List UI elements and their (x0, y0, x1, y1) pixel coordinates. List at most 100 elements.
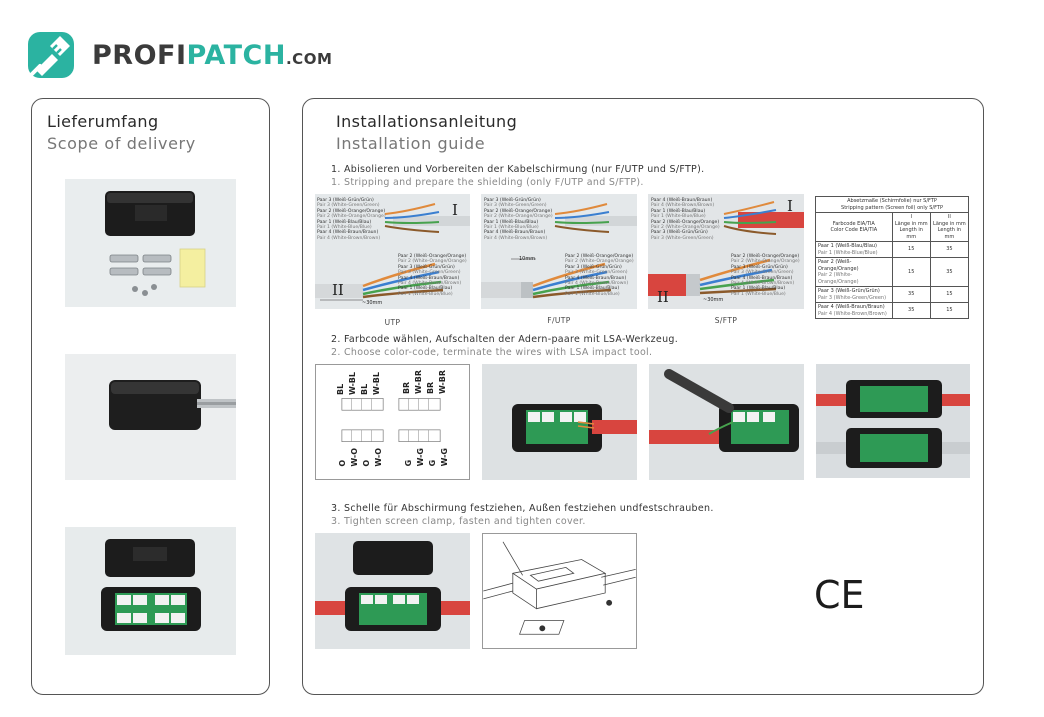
strip-photo-utp (315, 194, 470, 309)
code-label: BR (402, 381, 411, 395)
scope-photo-kit (65, 179, 236, 307)
utp-measure: ~30mm (362, 300, 383, 306)
futp-top-pair-2: Paar 2 (Weiß-Orange/Orange) (484, 208, 553, 214)
utp-bottom-pair-1-en: Pair 2 (White-Orange/Orange) (398, 259, 467, 265)
table-head-col1-en: Length in mm (899, 227, 923, 240)
utp-marker-top: I (452, 201, 458, 219)
brand-name-part3: .COM (285, 49, 333, 68)
step-3-en: 3. Tighten screen clamp, fasten and tigh… (331, 516, 586, 527)
utp-bottom-pair-2-en: Pair 3 (White-Green/Green) (398, 270, 461, 276)
table-row-4-en: Pair 4 (White-Brown/Brown) (818, 310, 887, 317)
step-3-de: 3. Schelle für Abschirmung festziehen, A… (331, 503, 714, 514)
futp-bottom-pair-4-en: Pair 1 (White-Blue/Blue) (565, 291, 620, 297)
code-label: G (404, 459, 413, 467)
futp-bottom-pair-1: Paar 2 (Weiß-Orange/Orange) (565, 254, 634, 259)
table-row-3-en: Pair 3 (White-Green/Green) (818, 294, 887, 301)
code-label: BL (336, 383, 345, 395)
code-label: G (428, 459, 437, 467)
table-row-1-de: Paar 1 (Weiß-Blau/Blau) (818, 243, 878, 249)
utp-top-pair-1-en: Pair 3 (White-Green/Green) (317, 203, 380, 209)
scope-photo-open (65, 527, 236, 655)
utp-bottom-labels: Paar 2 (Weiß-Orange/Orange) Pair 2 (Whit… (398, 254, 467, 297)
futp-top-pair-1-en: Pair 3 (White-Green/Green) (484, 203, 547, 209)
utp-top-pair-2: Paar 2 (Weiß-Orange/Orange) (317, 208, 386, 214)
sftp-bottom-pair-4-en: Pair 1 (White-Blue/Blue) (731, 291, 786, 297)
futp-measure: 10mm (519, 256, 536, 262)
sftp-top-pair-1-en: Pair 4 (White-Brown/Brown) (651, 203, 715, 209)
futp-cable-image (481, 194, 637, 309)
table-row-3-de: Paar 3 (Weiß-Grün/Grün) (818, 288, 880, 294)
table-row-4-de: Paar 4 (Weiß-Braun/Braun) (818, 304, 885, 310)
step-3-text: 3. Schelle für Abschirmung festziehen, A… (331, 502, 714, 528)
plug-logo-icon (28, 32, 74, 78)
cover-assembly-drawing (483, 541, 636, 635)
table-row-4-v1: 35 (891, 302, 931, 319)
step-1-en: 1. Stripping and prepare the shielding (… (331, 177, 644, 188)
table-head-col2: II Länge in mm Length in mm (929, 212, 970, 242)
sftp-top-pair-2: Paar 1 (Weiß-Blau/Blau) (651, 208, 706, 214)
utp-top-pair-4: Paar 4 (Weiß-Braun/Braun) (317, 230, 379, 236)
table-row-1-v2: 35 (929, 241, 970, 258)
sftp-bottom-labels: Paar 2 (Weiß-Orange/Orange) Pair 2 (Whit… (731, 254, 800, 297)
futp-top-pair-1: Paar 3 (Weiß-Grün/Grün) (484, 198, 541, 203)
utp-top-pair-3-en: Pair 1 (White-Blue/Blue) (317, 225, 372, 231)
futp-bottom-pair-1-en: Pair 2 (White-Orange/Orange) (565, 259, 634, 265)
futp-bottom-pair-3-en: Pair 4 (White-Brown/Brown) (565, 281, 629, 287)
code-label: O (338, 459, 347, 467)
sftp-marker-top: I (787, 197, 793, 215)
code-label: W-O (350, 448, 359, 467)
assembled-connector-image (315, 533, 470, 649)
futp-top-pair-3-en: Pair 1 (White-Blue/Blue) (484, 225, 539, 231)
table-row: Paar 1 (Weiß-Blau/Blau)Pair 1 (White-Blu… (815, 241, 970, 258)
guide-title-de: Installationsanleitung (336, 112, 518, 131)
utp-bottom-pair-1: Paar 2 (Weiß-Orange/Orange) (398, 254, 467, 259)
sftp-bottom-pair-1: Paar 2 (Weiß-Orange/Orange) (731, 254, 800, 259)
futp-top-pair-2-en: Pair 2 (White-Orange/Orange) (484, 214, 553, 220)
code-label: BL (360, 383, 369, 395)
table-row-2-de: Paar 2 (Weiß-Orange/Orange) (818, 259, 859, 272)
utp-bottom-pair-4: Paar 1 (Weiß-Blau/Blau) (398, 286, 453, 292)
table-head-col2-en: Length in mm (937, 227, 962, 240)
closed-connector-image (65, 354, 236, 480)
utp-bottom-pair-4-en: Pair 1 (White-Blue/Blue) (398, 291, 453, 297)
step3-drawing (482, 533, 637, 649)
two-connectors-image (816, 364, 970, 478)
utp-bottom-pair-3-en: Pair 4 (White-Brown/Brown) (398, 281, 462, 287)
scope-title-de: Lieferumfang (47, 112, 159, 131)
open-connector-image (65, 527, 236, 655)
futp-bottom-pair-2-en: Pair 3 (White-Green/Green) (565, 270, 628, 276)
sftp-bottom-pair-4: Paar 1 (Weiß-Blau/Blau) (731, 286, 786, 292)
futp-top-pair-4: Paar 4 (Weiß-Braun/Braun) (484, 230, 546, 236)
utp-top-pair-1: Paar 3 (Weiß-Grün/Grün) (317, 198, 374, 203)
table-row-2-v1: 15 (891, 257, 931, 287)
futp-bottom-pair-4: Paar 1 (Weiß-Blau/Blau) (565, 286, 620, 292)
table-title: Absetzmaße (Schirmfolie) nur S/FTP Strip… (815, 196, 969, 213)
connector-kit-image (65, 179, 236, 307)
strip-photo-futp (481, 194, 637, 309)
scope-photo-closed (65, 354, 236, 480)
code-label: W-G (416, 448, 425, 467)
lsa-tool-image (649, 364, 804, 480)
strip-photo-sftp (648, 194, 804, 309)
table-head-col1: I Länge in mm Length in mm (891, 212, 931, 242)
table-head-col1-de: Länge in mm (894, 220, 928, 227)
table-row-1-v1: 15 (891, 241, 931, 258)
utp-bottom-pair-2: Paar 3 (Weiß-Grün/Grün) (398, 264, 455, 270)
futp-top-labels: Paar 3 (Weiß-Grün/Grün) Pair 3 (White-Gr… (484, 198, 553, 241)
step2-photo-wired (482, 364, 637, 480)
sftp-caption: S/FTP (714, 316, 738, 325)
table-head-code-en: Color Code EIA/TIA (830, 227, 878, 233)
step-2-en: 2. Choose color-code, terminate the wire… (331, 347, 653, 358)
table-head-col1-marker: I (910, 214, 912, 220)
ce-certification-icon: CE (814, 574, 865, 614)
code-label: W-G (440, 448, 449, 467)
utp-top-pair-2-en: Pair 2 (White-Orange/Orange) (317, 214, 386, 220)
sftp-measure: ~30mm (703, 297, 724, 303)
sftp-top-pair-2-en: Pair 1 (White-Blue/Blue) (651, 214, 706, 220)
guide-title-en: Installation guide (336, 134, 486, 153)
sftp-top-pair-4: Paar 3 (Weiß-Grün/Grün) (651, 230, 708, 236)
step-2-text: 2. Farbcode wählen, Aufschalten der Ader… (331, 333, 678, 359)
table-row: Paar 4 (Weiß-Braun/Braun)Pair 4 (White-B… (815, 302, 970, 319)
futp-caption: F/UTP (547, 316, 571, 325)
code-bottom-left: O W-O O W-O (338, 448, 383, 467)
